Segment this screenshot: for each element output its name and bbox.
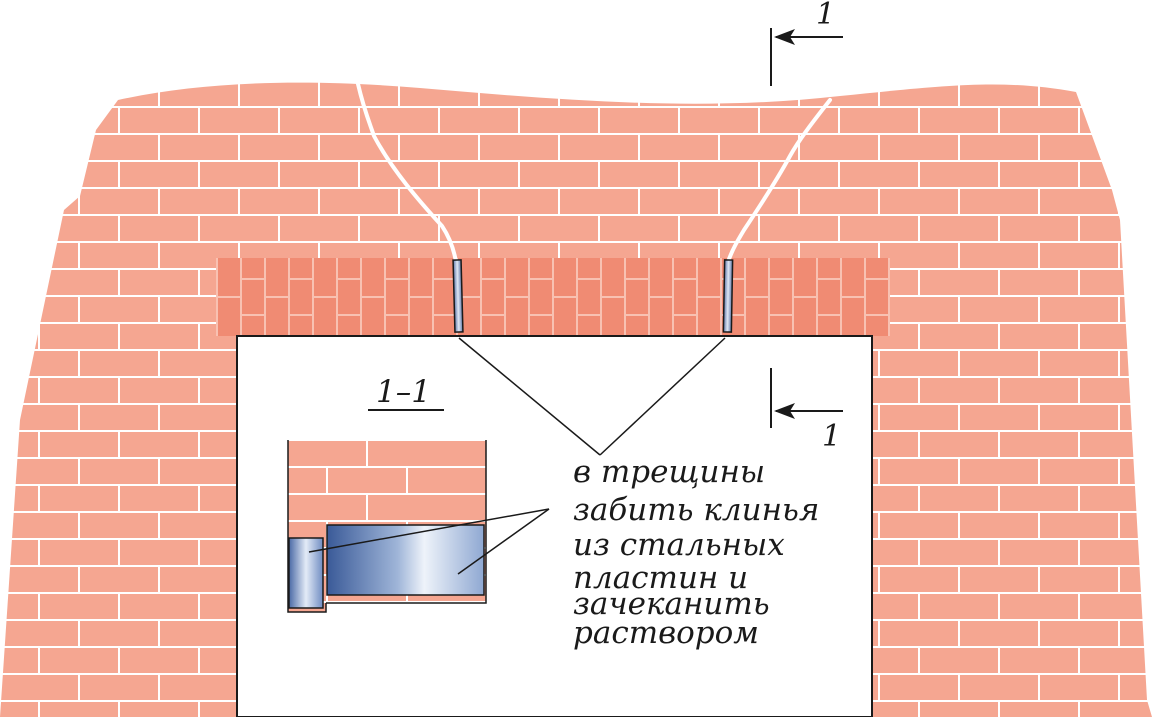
note-line-4: пластин и <box>573 560 748 596</box>
section-marker-bottom-label: 1 <box>822 419 841 454</box>
note-line-2: забить клинья <box>573 492 819 528</box>
section-view-title: 1–1 <box>376 374 431 410</box>
steel-wedge-right <box>722 259 734 333</box>
note-line-5: зачеканить <box>573 586 770 622</box>
section-view: 1–1 <box>287 374 550 613</box>
leader-to-small-plate <box>308 508 550 553</box>
steel-plate-small <box>288 537 324 609</box>
crack-left <box>356 82 458 264</box>
crack-right <box>726 98 832 264</box>
note-line-6: раствором <box>573 615 759 651</box>
repair-note: в трещины забить клинья из стальных плас… <box>573 454 819 651</box>
note-line-3: из стальных <box>573 527 785 563</box>
section-masonry-outline <box>287 440 487 613</box>
brick-lintel <box>216 258 890 336</box>
steel-wedge-left <box>452 259 464 333</box>
steel-plate-large <box>326 524 485 596</box>
leader-lines-top <box>458 337 726 456</box>
section-marker-bottom: 1 <box>770 368 843 454</box>
leader-to-large-plate <box>457 508 550 575</box>
note-line-1: в трещины <box>573 454 765 490</box>
section-marker-top-label: 1 <box>816 0 835 32</box>
section-marker-top: 1 <box>770 0 843 86</box>
